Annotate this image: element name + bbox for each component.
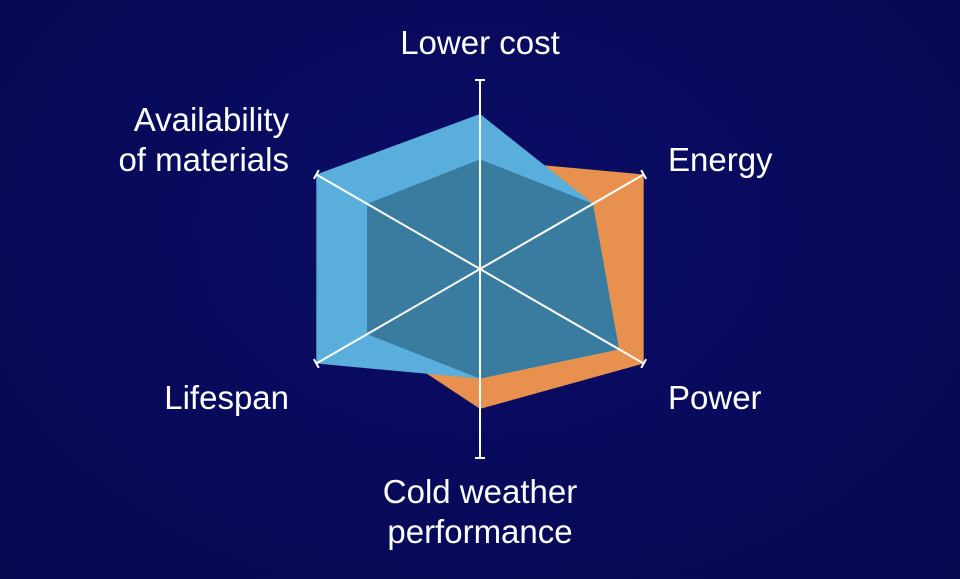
axis-tick	[312, 358, 320, 369]
axis-tick	[312, 169, 320, 180]
axis-label-energy: Energy	[668, 141, 773, 178]
axis-label-lifespan: Lifespan	[164, 379, 289, 416]
axis-label-power: Power	[668, 379, 762, 416]
series-fills	[316, 114, 644, 409]
axis-spoke	[315, 173, 645, 365]
axis-tick	[640, 358, 648, 369]
axis-tick	[640, 169, 648, 180]
axis-spokes	[312, 79, 648, 459]
axis-label-lower-cost: Lower cost	[400, 24, 560, 61]
series-overlap-area	[367, 159, 620, 379]
